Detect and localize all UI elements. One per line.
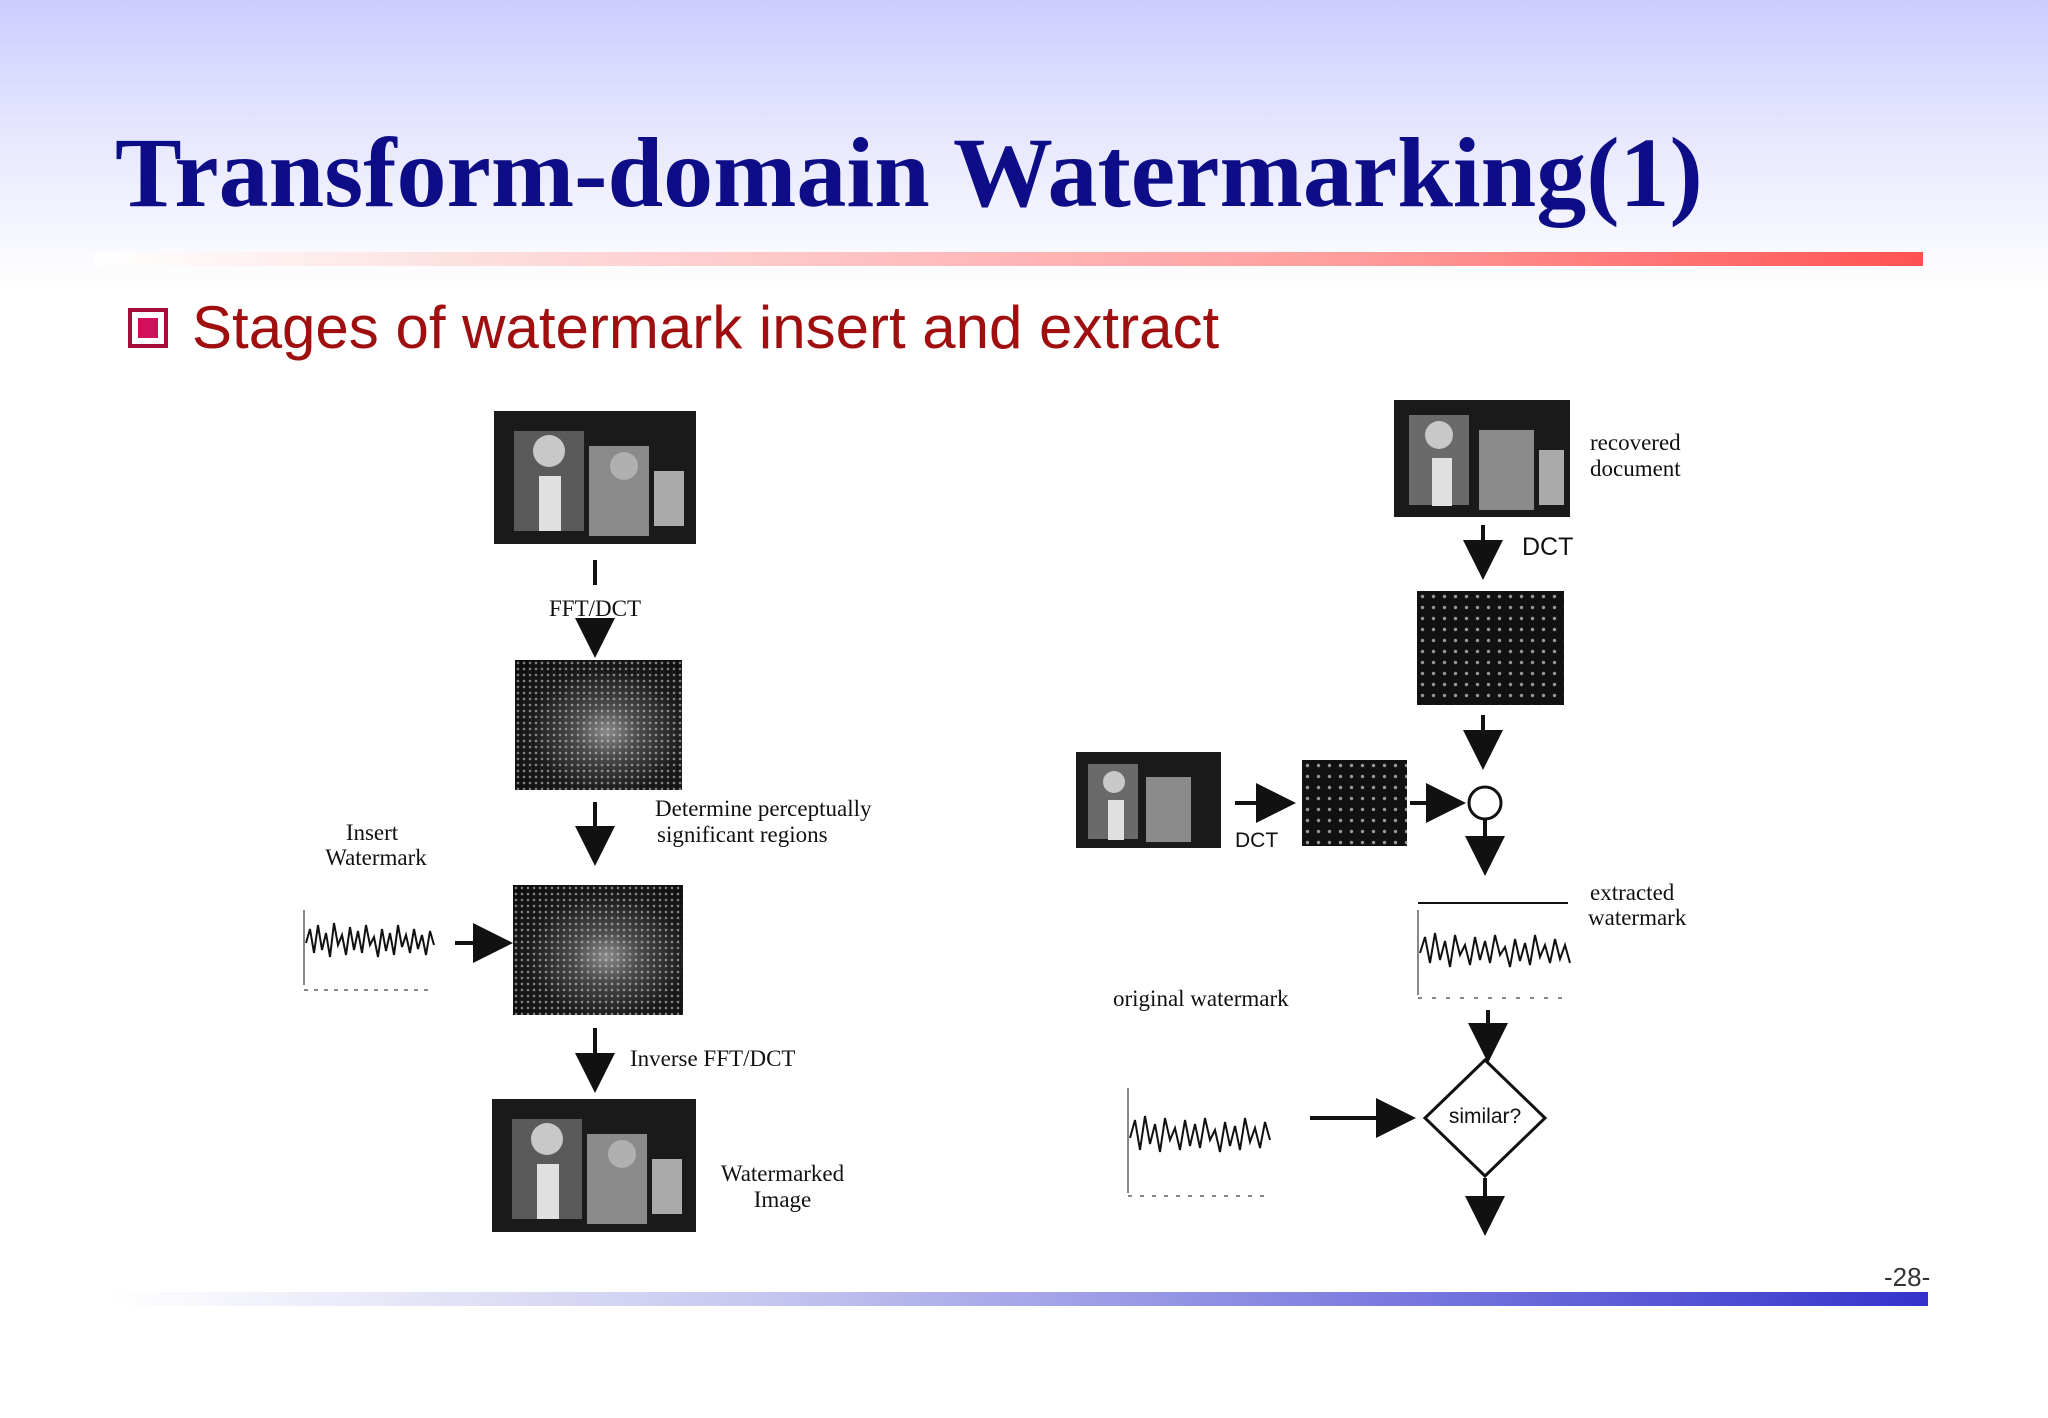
footer-divider [110,1292,1928,1306]
slide-title: Transform-domain Watermarking(1) [115,117,1703,228]
recovered-image-art [1394,400,1570,517]
recovered-label-line1: recovered [1590,430,1681,455]
extracted-label-line1: extracted [1590,880,1675,905]
determine-label-line1: Determine perceptually [655,796,872,821]
original-watermark-signal [1127,1088,1272,1197]
original-document-image [1076,752,1221,848]
watermarked-image [492,1099,696,1232]
dct-spectrum-image [515,660,682,790]
page-number: -28- [1884,1262,1931,1292]
extracted-watermark-signal [1417,910,1572,999]
title-divider [95,252,1923,266]
determine-label-line2: significant regions [657,822,828,847]
watermarked-spectrum-image [513,885,683,1015]
extracted-label-line2: watermark [1588,905,1687,930]
fft-dct-label: FFT/DCT [548,596,642,621]
subtract-node [1467,785,1503,821]
original-image [494,411,696,544]
watermarked-label-line1: Watermarked [720,1161,845,1186]
watermarked-label-line2: Image [753,1187,812,1212]
original-image-art [494,411,696,544]
original-document-art [1076,752,1221,848]
watermarked-image-art [492,1099,696,1232]
insert-watermark-signal [303,910,435,991]
bullet-square-icon [128,308,168,348]
similar-diamond [1422,1057,1548,1179]
recovered-dct-image [1417,591,1564,705]
similar-label: similar? [1448,1105,1522,1128]
inverse-label: Inverse FFT/DCT [630,1046,796,1071]
insert-label-line1: Insert [345,820,399,845]
insert-label-line2: Watermark [325,845,427,870]
original-dct-image [1302,760,1407,846]
recovered-label-line2: document [1590,456,1681,481]
recovered-document-image [1394,400,1570,517]
dct-top-label: DCT [1522,533,1574,561]
header-background [0,0,2048,290]
bullet-text: Stages of watermark insert and extract [192,294,1220,361]
dct-left-label: DCT [1235,829,1279,852]
original-watermark-label: original watermark [1113,986,1289,1011]
